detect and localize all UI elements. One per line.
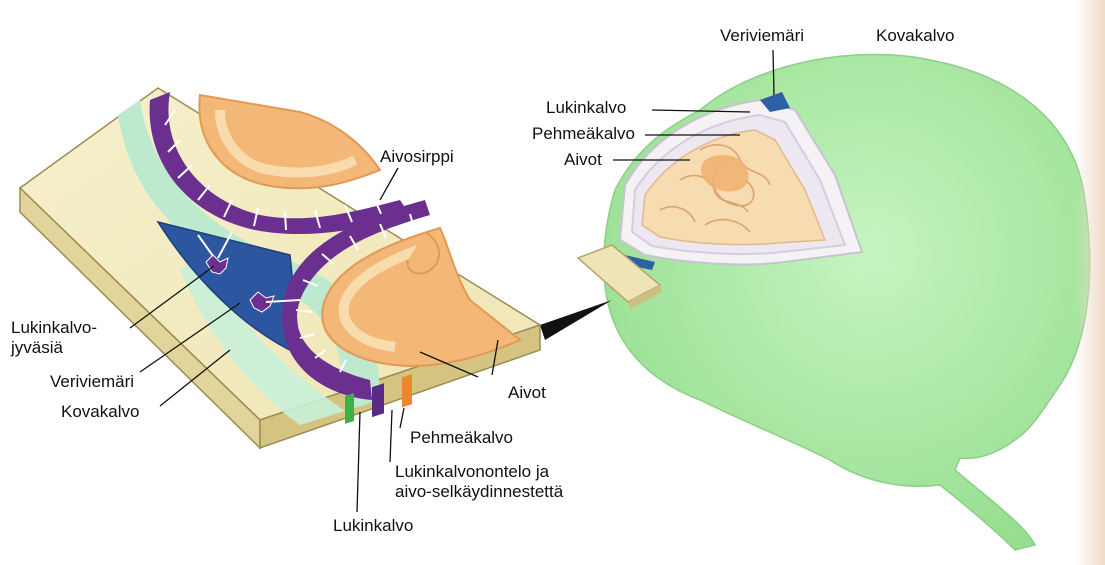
label-kovakalvo-left: Kovakalvo	[61, 402, 139, 422]
label-veriviemari-right: Veriviemäri	[720, 26, 804, 46]
label-veriviemari-left: Veriviemäri	[50, 372, 134, 392]
label-kovakalvo-right: Kovakalvo	[876, 26, 954, 46]
label-lukinkalvonontelo: Lukinkalvonontelo ja aivo-selkäydinneste…	[395, 462, 563, 502]
label-lukinkalvo-left: Lukinkalvo	[333, 516, 413, 536]
label-pehmeakalvo-left: Pehmeäkalvo	[410, 428, 513, 448]
callout-wedge	[540, 300, 612, 340]
dura-head-shape	[604, 54, 1090, 550]
label-aivot-right: Aivot	[564, 150, 602, 170]
label-aivot-left: Aivot	[508, 383, 546, 403]
head-illustration	[578, 54, 1090, 550]
edge-strip-purple	[372, 383, 384, 417]
label-lukinkalvo-right: Lukinkalvo	[546, 98, 626, 118]
edge-strip-orange	[402, 374, 412, 407]
page-edge-shadow	[1075, 0, 1105, 565]
edge-strip-green	[345, 393, 354, 424]
tissue-block	[20, 88, 540, 448]
label-pehmeakalvo-right: Pehmeäkalvo	[532, 124, 635, 144]
label-lukinkalvo-jyvasia: Lukinkalvo- jyväsiä	[11, 318, 97, 358]
label-aivosirppi: Aivosirppi	[380, 147, 454, 167]
